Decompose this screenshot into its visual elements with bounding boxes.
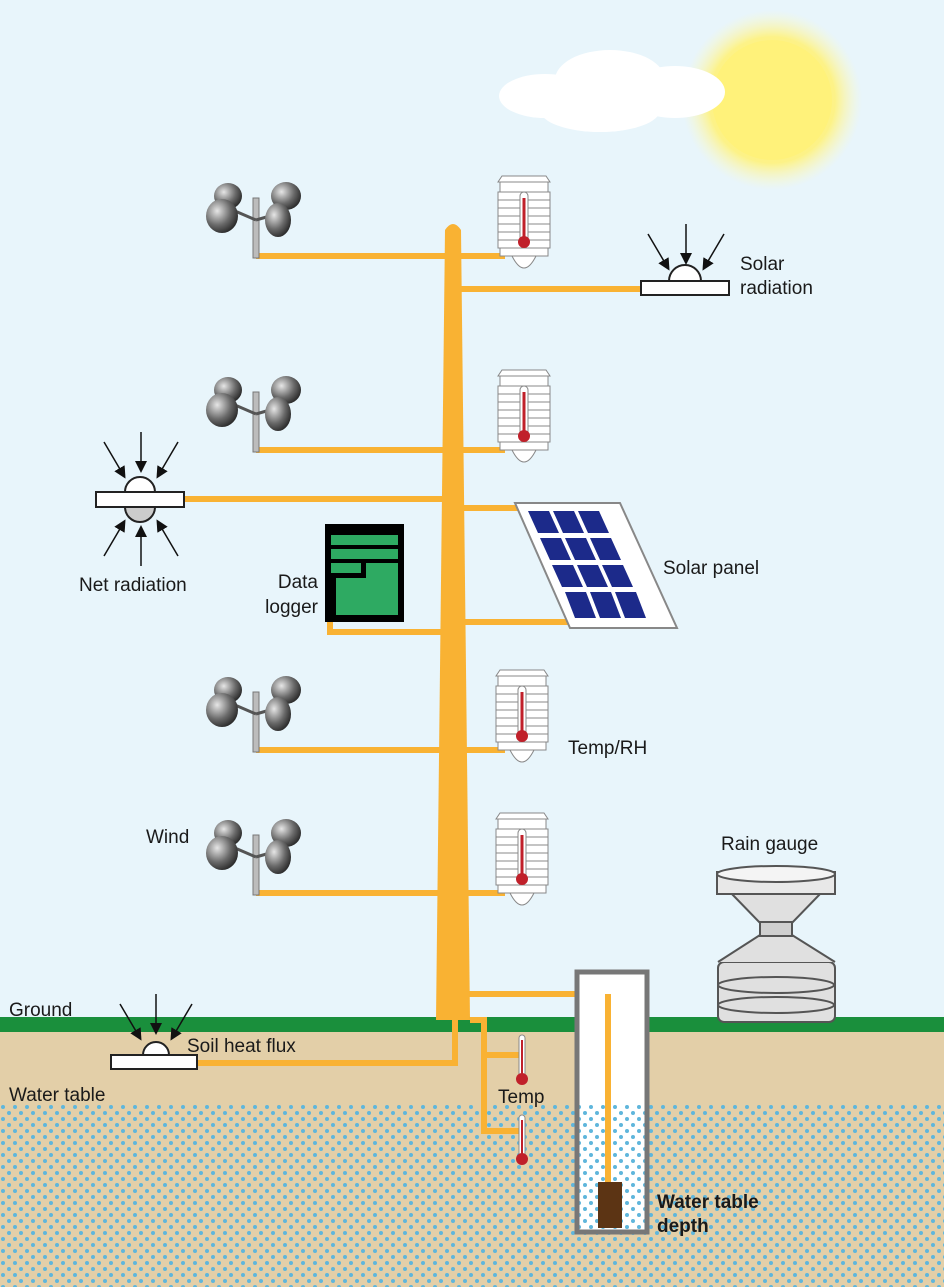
radiation-shield-icon xyxy=(495,669,549,763)
label-temp-rh: Temp/RH xyxy=(568,738,647,759)
net-radiometer-icon xyxy=(95,432,185,566)
label-water-table: Water table xyxy=(9,1085,105,1106)
label-wind: Wind xyxy=(146,827,189,848)
solar-panel-icon xyxy=(513,502,679,629)
label-ground: Ground xyxy=(9,1000,72,1021)
label-solar-radiation-line2: radiation xyxy=(740,278,813,299)
rain-gauge-icon xyxy=(716,865,836,1023)
label-soil-heat-flux: Soil heat flux xyxy=(187,1036,296,1057)
radiation-shield-icon xyxy=(497,175,551,269)
soil-heat-flux-plate-icon xyxy=(110,994,198,1070)
label-rain-gauge: Rain gauge xyxy=(721,834,818,855)
data-logger-icon xyxy=(325,524,404,622)
label-data-logger-line1: Data xyxy=(278,572,319,593)
pyranometer-icon xyxy=(640,224,730,296)
label-solar-panel: Solar panel xyxy=(663,558,759,579)
label-water-table-depth-line2: depth xyxy=(657,1216,709,1237)
ground-surface xyxy=(0,1017,944,1032)
label-data-logger-line2: logger xyxy=(265,597,318,618)
label-net-radiation: Net radiation xyxy=(79,575,187,596)
cloud-icon xyxy=(499,50,725,132)
label-solar-radiation-line1: Solar xyxy=(740,254,785,275)
radiation-shield-icon xyxy=(495,812,549,906)
sun-icon xyxy=(682,10,862,190)
radiation-shield-icon xyxy=(497,369,551,463)
label-temp: Temp xyxy=(498,1087,544,1108)
water-table-zone xyxy=(0,1105,944,1287)
pressure-transducer-icon xyxy=(598,1182,622,1228)
mast xyxy=(436,224,470,1020)
label-water-table-depth-line1: Water table xyxy=(657,1192,759,1213)
well-pipe-icon xyxy=(574,969,650,1235)
mast-arms xyxy=(182,253,642,1188)
